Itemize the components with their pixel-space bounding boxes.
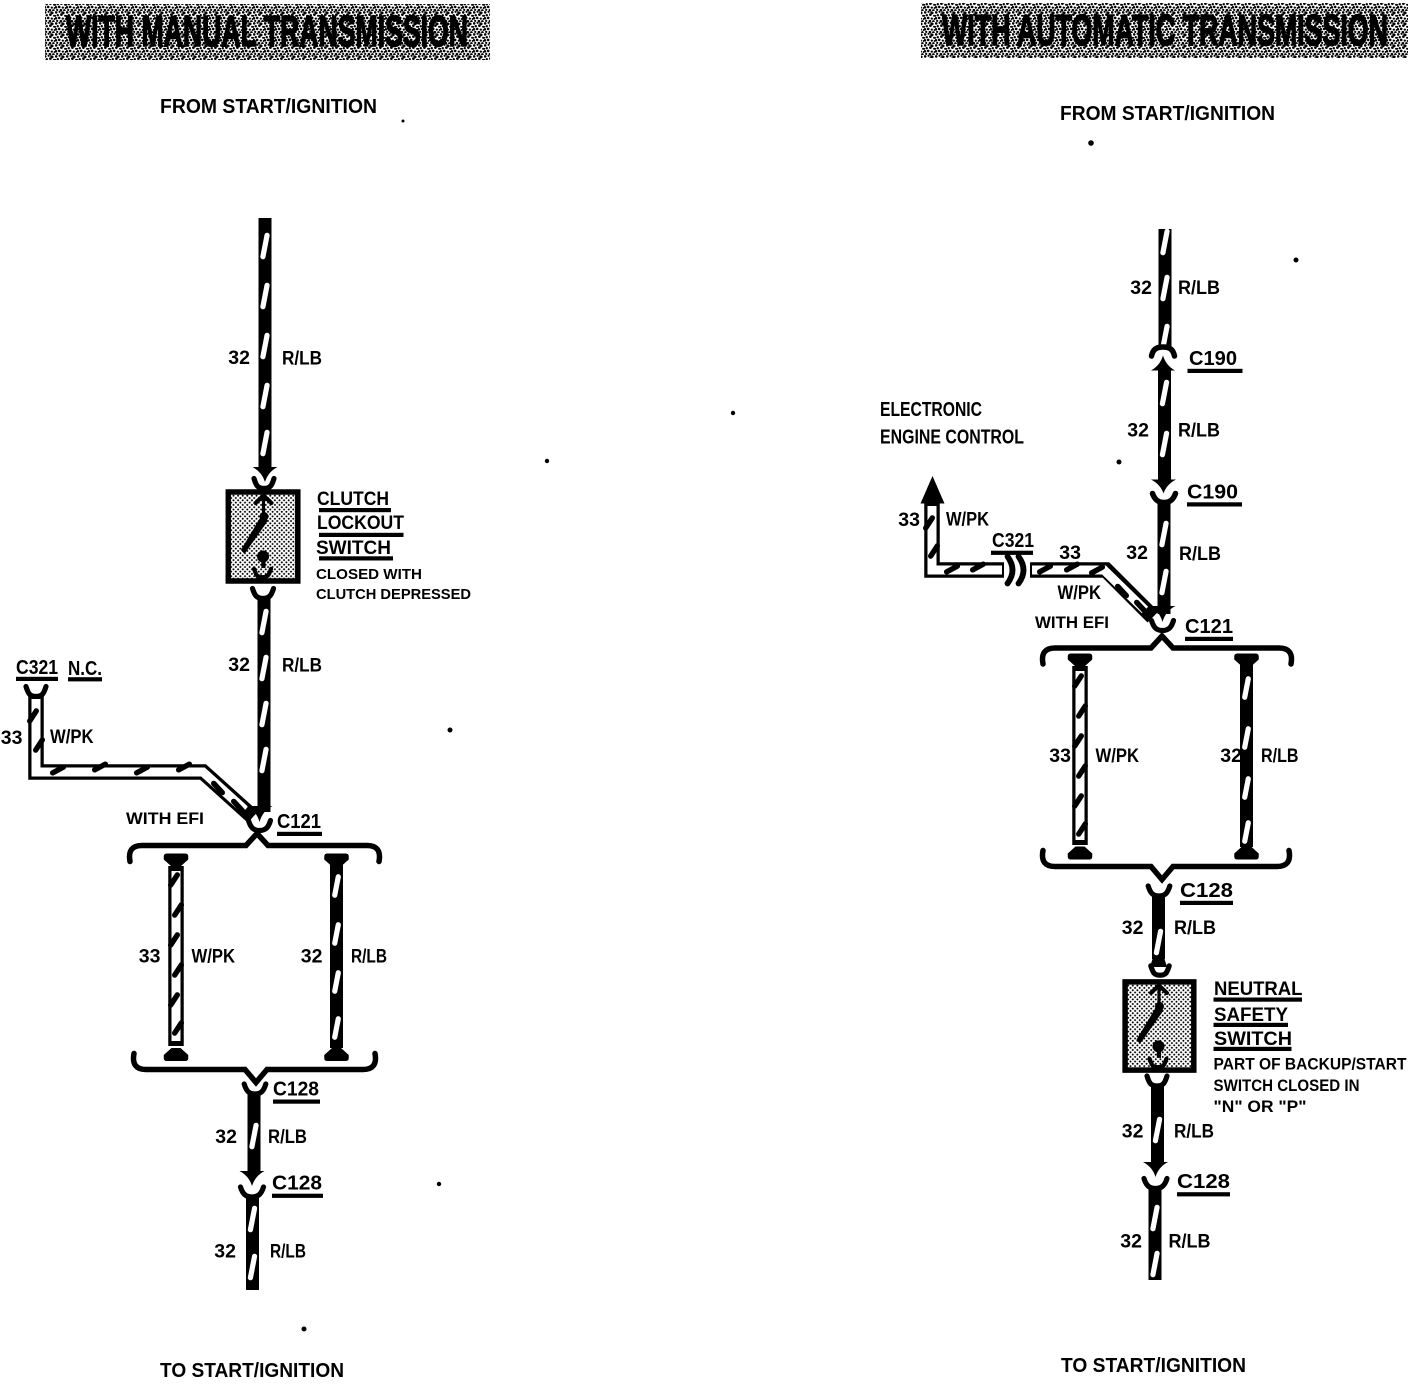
svg-text:PART OF BACKUP/START: PART OF BACKUP/START: [1214, 1055, 1408, 1074]
svg-text:32: 32: [1130, 277, 1152, 299]
svg-text:WITH AUTOMATIC TRANSMISSION: WITH AUTOMATIC TRANSMISSION: [942, 6, 1388, 55]
svg-text:W/PK: W/PK: [1058, 582, 1102, 604]
svg-text:TO START/IGNITION: TO START/IGNITION: [1061, 1354, 1246, 1377]
svg-text:33: 33: [1049, 745, 1071, 767]
svg-text:WITH MANUAL TRANSMISSION: WITH MANUAL TRANSMISSION: [66, 7, 468, 56]
svg-text:32: 32: [1220, 745, 1242, 767]
svg-text:C128: C128: [1177, 1171, 1230, 1193]
svg-text:CLUTCH: CLUTCH: [317, 489, 389, 510]
svg-text:SWITCH: SWITCH: [1214, 1028, 1292, 1050]
svg-text:33: 33: [1, 727, 23, 749]
svg-text:32: 32: [214, 1241, 236, 1263]
svg-text:TO START/IGNITION: TO START/IGNITION: [160, 1359, 344, 1382]
svg-text:ENGINE CONTROL: ENGINE CONTROL: [880, 426, 1024, 449]
svg-text:R/LB: R/LB: [1178, 420, 1220, 442]
svg-text:R/LB: R/LB: [1174, 917, 1216, 939]
svg-text:W/PK: W/PK: [50, 726, 94, 748]
svg-text:C128: C128: [272, 1173, 322, 1195]
svg-text:W/PK: W/PK: [192, 946, 236, 968]
svg-text:R/LB: R/LB: [1169, 1231, 1211, 1253]
svg-text:FROM START/IGNITION: FROM START/IGNITION: [160, 95, 377, 118]
svg-text:R/LB: R/LB: [268, 1126, 307, 1148]
svg-text:R/LB: R/LB: [282, 348, 322, 370]
svg-text:32: 32: [215, 1126, 237, 1148]
svg-text:SWITCH CLOSED IN: SWITCH CLOSED IN: [1214, 1076, 1360, 1095]
svg-text:W/PK: W/PK: [946, 509, 989, 531]
svg-text:N.C.: N.C.: [68, 658, 102, 680]
svg-text:32: 32: [1122, 1121, 1144, 1143]
svg-text:C121: C121: [277, 811, 321, 833]
svg-text:C190: C190: [1189, 348, 1237, 370]
svg-text:W/PK: W/PK: [1096, 745, 1140, 767]
svg-text:32: 32: [1126, 542, 1148, 564]
svg-text:C321: C321: [16, 657, 58, 679]
svg-text:C121: C121: [1185, 616, 1233, 638]
svg-text:SWITCH: SWITCH: [316, 538, 391, 559]
svg-text:FROM START/IGNITION: FROM START/IGNITION: [1060, 102, 1275, 125]
svg-text:R/LB: R/LB: [1179, 543, 1221, 565]
svg-text:C128: C128: [273, 1079, 319, 1101]
svg-text:33: 33: [139, 946, 161, 968]
svg-text:R/LB: R/LB: [270, 1241, 306, 1263]
svg-text:R/LB: R/LB: [282, 655, 322, 677]
svg-text:C128: C128: [1180, 880, 1233, 902]
svg-text:32: 32: [228, 654, 250, 676]
svg-text:WITH EFI: WITH EFI: [1035, 613, 1109, 632]
svg-text:ELECTRONIC: ELECTRONIC: [880, 398, 982, 421]
svg-text:"N" OR "P": "N" OR "P": [1214, 1097, 1307, 1116]
svg-text:LOCKOUT: LOCKOUT: [317, 513, 404, 534]
svg-text:32: 32: [1127, 420, 1149, 442]
svg-text:32: 32: [228, 347, 250, 369]
svg-text:SAFETY: SAFETY: [1214, 1004, 1288, 1026]
svg-text:R/LB: R/LB: [1178, 277, 1220, 299]
svg-text:32: 32: [1120, 1231, 1142, 1253]
svg-text:32: 32: [1122, 917, 1144, 939]
svg-text:R/LB: R/LB: [1174, 1121, 1214, 1143]
svg-text:R/LB: R/LB: [1261, 745, 1299, 767]
svg-text:C190: C190: [1187, 482, 1238, 504]
svg-text:C321: C321: [992, 530, 1034, 552]
svg-text:R/LB: R/LB: [351, 946, 387, 968]
svg-text:CLOSED WITH: CLOSED WITH: [316, 566, 422, 583]
svg-text:32: 32: [301, 946, 323, 968]
svg-text:WITH EFI: WITH EFI: [126, 809, 204, 828]
svg-text:33: 33: [898, 509, 920, 531]
svg-text:NEUTRAL: NEUTRAL: [1214, 978, 1303, 1000]
svg-text:CLUTCH DEPRESSED: CLUTCH DEPRESSED: [316, 586, 471, 603]
svg-text:33: 33: [1059, 542, 1081, 564]
